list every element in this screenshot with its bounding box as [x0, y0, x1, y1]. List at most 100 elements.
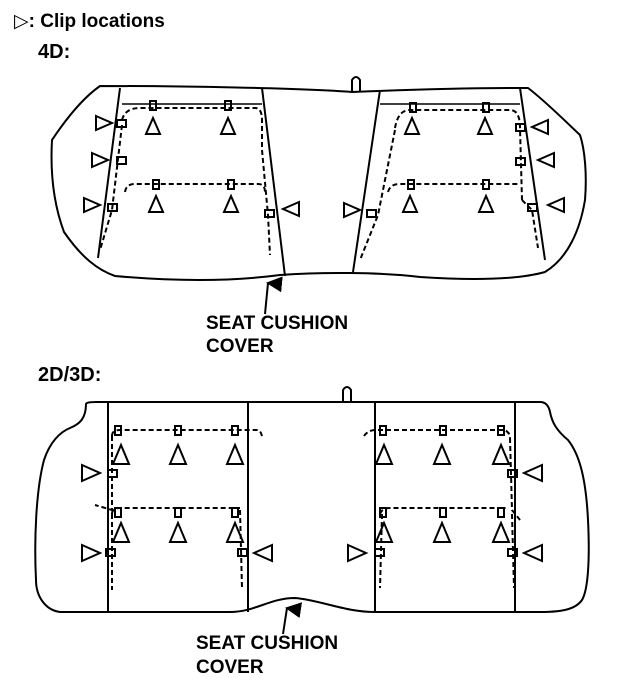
clip-icon [116, 119, 127, 128]
clip-icon [149, 100, 157, 111]
clip-location-icon [529, 118, 549, 136]
clip-icon [107, 203, 118, 212]
panel-line [261, 87, 286, 277]
headrest-clip-4d [351, 76, 361, 92]
clip-icon [231, 425, 239, 436]
clip-icon [407, 179, 415, 190]
callout-2d3d-line-1: SEAT CUSHION [196, 633, 339, 654]
clip-icon [152, 179, 160, 190]
clip-location-icon [401, 193, 419, 213]
clip-icon [366, 209, 377, 218]
clip-path-dashed [521, 199, 539, 249]
clip-location-icon [476, 115, 494, 135]
clip-icon [114, 507, 122, 518]
seat-cushion-4d [50, 76, 587, 315]
legend-text: : Clip locations [28, 11, 165, 32]
variant-label-2d3d: 2D/3D: [38, 364, 102, 386]
callout-4d-line-1: SEAT CUSHION [206, 313, 349, 334]
headrest-clip-2d3d [342, 386, 352, 402]
clip-location-icon [225, 442, 245, 465]
clip-location-icon [491, 520, 511, 543]
clip-location-icon [521, 543, 543, 563]
clip-icon [515, 123, 526, 132]
clip-location-icon [81, 463, 103, 483]
clip-location-icon [374, 520, 394, 543]
clip-location-icon [111, 520, 131, 543]
clip-set-2d3d [81, 425, 543, 563]
clip-icon [497, 507, 505, 518]
clip-location-icon [477, 193, 495, 213]
clip-location-icon [219, 115, 237, 135]
callout-4d-line-2: COVER [206, 336, 274, 357]
clip-icon [527, 203, 538, 212]
clip-path-dashed [509, 437, 521, 521]
clip-icon [224, 100, 232, 111]
clip-location-icon [168, 520, 188, 543]
clip-icon [507, 469, 518, 478]
clip-icon [264, 209, 275, 218]
callout-leader-2d3d [282, 602, 303, 635]
clip-location-icon [251, 543, 273, 563]
callout-2d3d: SEAT CUSHION COVER [196, 632, 338, 680]
clip-icon [515, 157, 526, 166]
clip-location-icon [222, 193, 240, 213]
clip-location-icon [374, 442, 394, 465]
panel-line [519, 87, 546, 261]
clip-path-dashed [124, 183, 266, 193]
variant-label-4d: 4D: [38, 41, 71, 63]
clip-icon [105, 548, 116, 557]
clip-location-icon [111, 442, 131, 465]
clip-location-icon [432, 442, 452, 465]
clip-location-icon [545, 196, 565, 214]
clip-icon [379, 425, 387, 436]
clip-path-dashed [99, 124, 123, 251]
clip-icon [482, 179, 490, 190]
clip-icon [227, 179, 235, 190]
clip-icon [482, 102, 490, 113]
clip-location-icon [95, 114, 115, 132]
clip-location-icon [535, 151, 555, 169]
clip-icon [507, 548, 518, 557]
callout-2d3d-line-2: COVER [196, 657, 264, 678]
clip-location-icon [347, 543, 369, 563]
panel-line [97, 87, 121, 259]
clip-icon [174, 507, 182, 518]
clip-icon [107, 469, 118, 478]
clip-location-icon [81, 543, 103, 563]
legend: ▷: Clip locations [14, 10, 165, 33]
clip-location-icon [403, 115, 421, 135]
clip-location-icon [147, 193, 165, 213]
clip-set-4d [83, 100, 565, 219]
clip-location-icon [91, 151, 111, 169]
clip-path-dashed [394, 109, 523, 201]
clip-path-dashed [359, 129, 396, 261]
clip-path-dashed [511, 513, 515, 589]
clip-icon [374, 548, 385, 557]
clip-location-icon [521, 463, 543, 483]
clip-path-dashed [363, 429, 511, 439]
clip-icon [114, 425, 122, 436]
clip-icon [409, 102, 417, 113]
clip-path-dashed [111, 429, 263, 439]
clip-path-dashed [121, 107, 263, 148]
clip-icon [439, 507, 447, 518]
clip-location-icon: ▷ [14, 11, 29, 32]
clip-icon [116, 156, 127, 165]
clip-location-icon [168, 442, 188, 465]
clip-icon [497, 425, 505, 436]
clip-icon [379, 507, 387, 518]
clip-location-icon [144, 115, 162, 135]
clip-icon [439, 425, 447, 436]
callout-4d: SEAT CUSHION COVER [206, 312, 348, 358]
clip-path-dashed [379, 513, 383, 589]
clip-icon [231, 507, 239, 518]
panel-line [352, 89, 381, 273]
clip-location-icon [280, 200, 300, 218]
clip-location-icon [343, 201, 363, 219]
clip-location-icon [491, 442, 511, 465]
clip-icon [237, 548, 248, 557]
clip-icon [174, 425, 182, 436]
clip-location-icon [432, 520, 452, 543]
clip-location-icon [83, 196, 103, 214]
